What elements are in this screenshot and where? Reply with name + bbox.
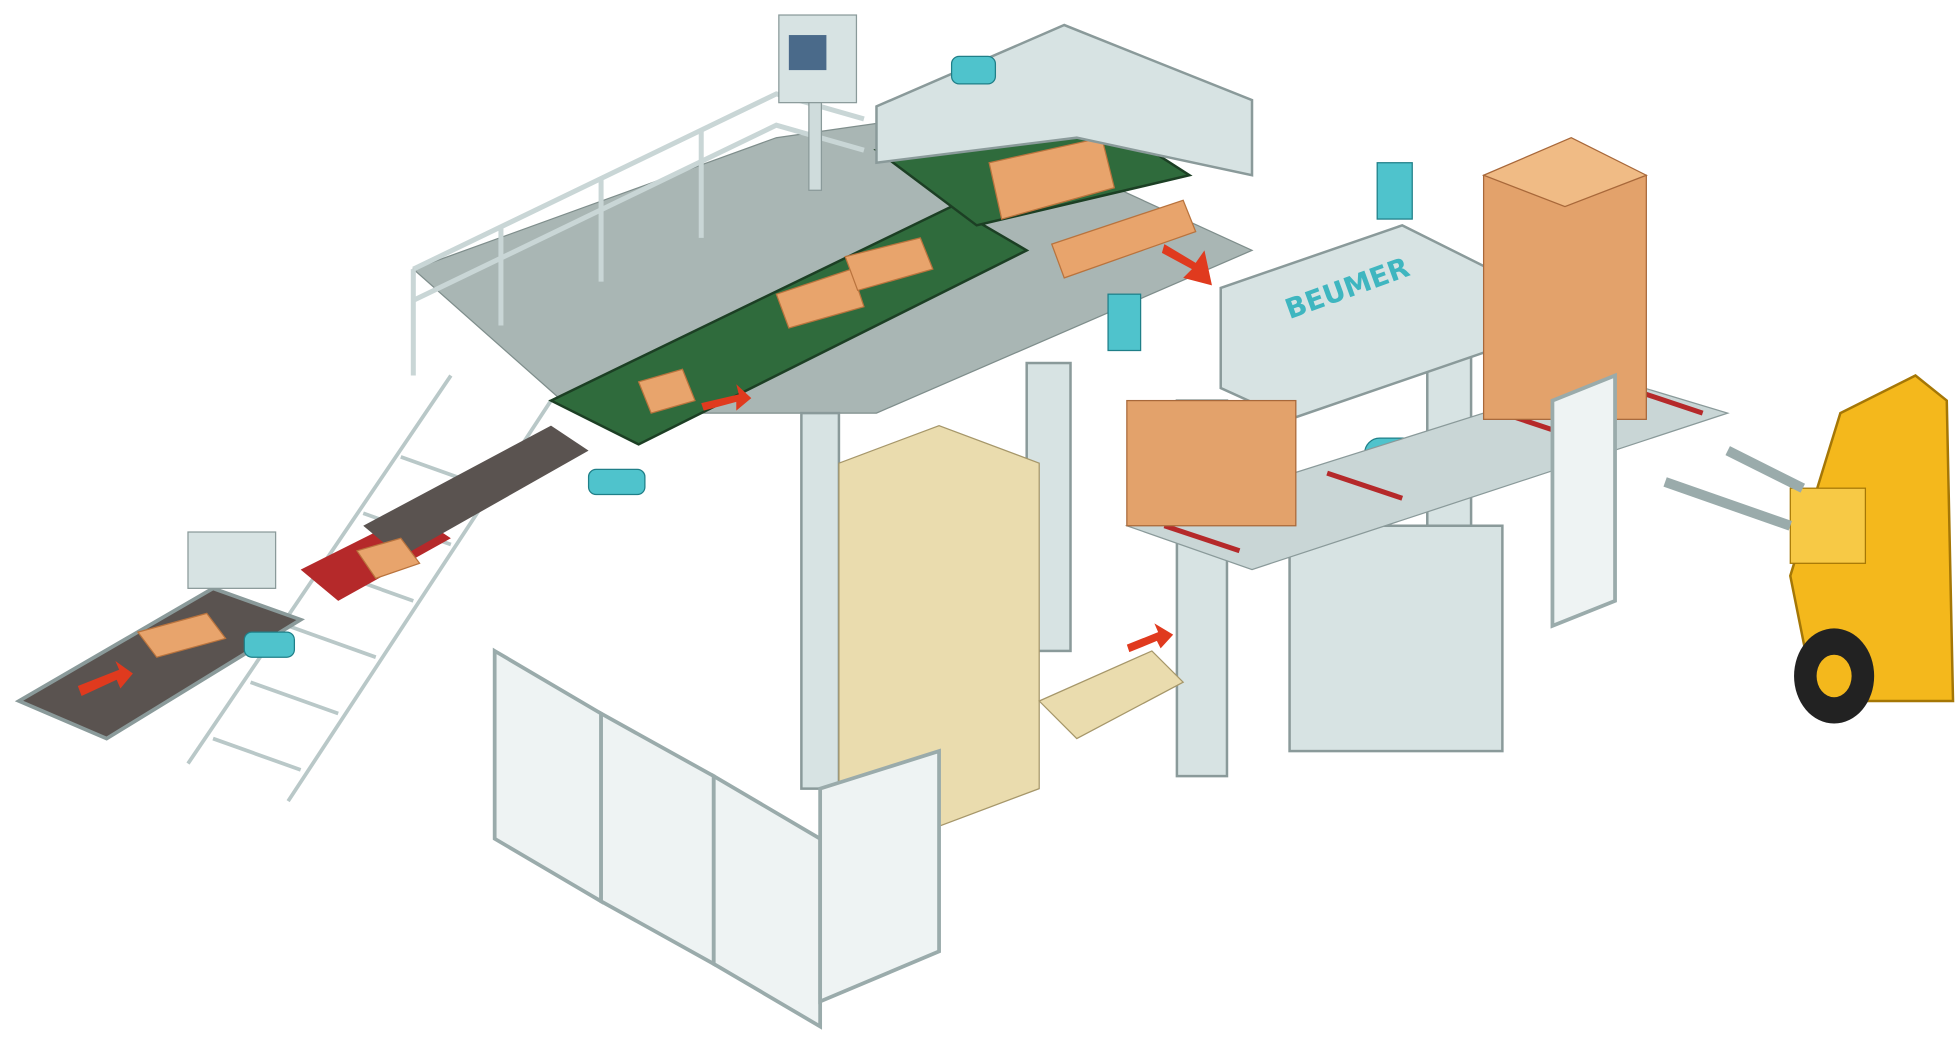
forklift: [1663, 374, 1955, 724]
control-panel: [778, 14, 858, 191]
railing: [410, 91, 865, 376]
safety-fence: [492, 372, 1617, 1030]
infeed-conveyor: [14, 425, 589, 741]
loaded-pallet-partial: [1126, 399, 1297, 527]
empty-pallet-stack: [838, 424, 1185, 827]
flow-arrow: [77, 660, 133, 696]
loaded-pallet-full: [1481, 137, 1648, 420]
flow-arrow: [701, 244, 1212, 653]
